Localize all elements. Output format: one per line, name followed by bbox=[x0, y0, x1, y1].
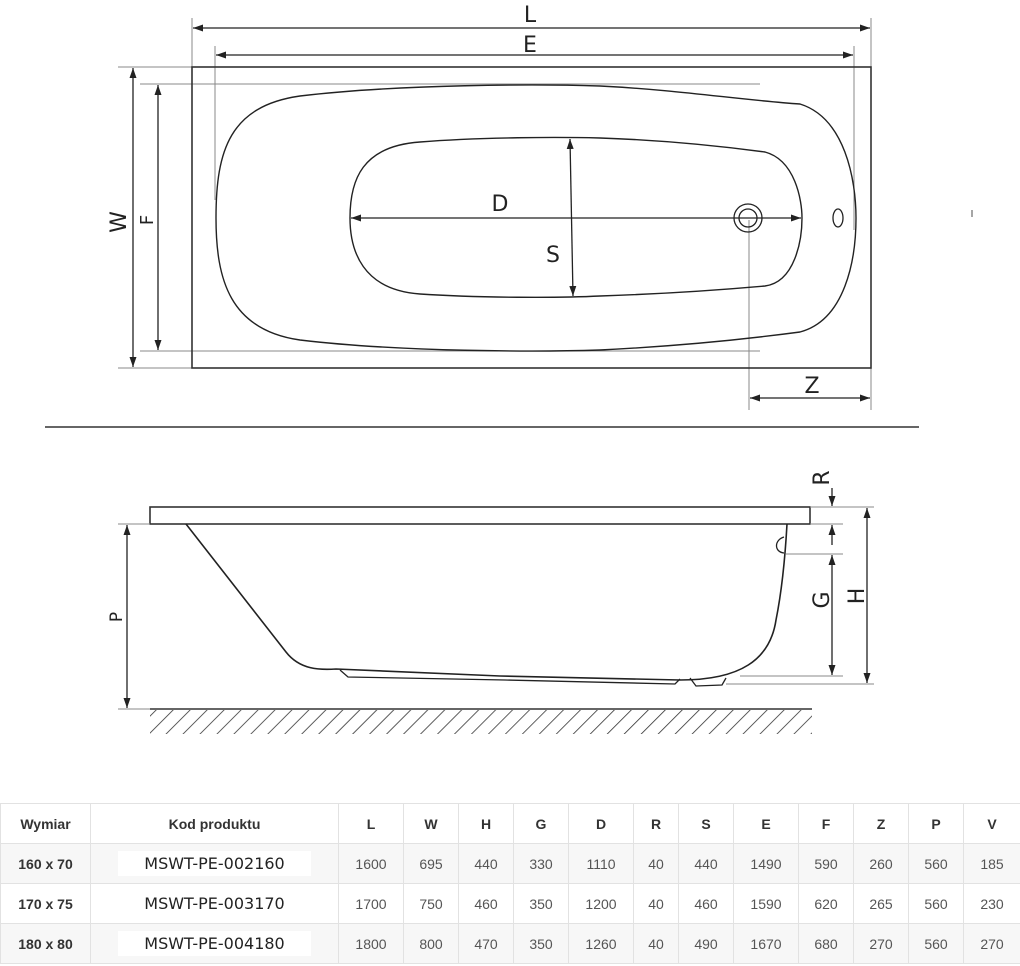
header-wymiar: Wymiar bbox=[0, 803, 91, 844]
bathtub-technical-drawing: L E D S Z W F bbox=[45, 3, 973, 734]
cell-L: 1800 bbox=[338, 923, 404, 964]
cell-S: 460 bbox=[678, 883, 734, 924]
header-F: F bbox=[798, 803, 854, 844]
label-W: W bbox=[107, 211, 132, 233]
cell-E: 1490 bbox=[733, 843, 799, 884]
overflow-icon bbox=[832, 208, 844, 228]
label-E: E bbox=[523, 33, 537, 58]
table-row: 160 x 70 MSWT-PE-002160 1600 695 440 330… bbox=[0, 843, 1020, 884]
cell-G: 350 bbox=[513, 883, 569, 924]
cell-F: 680 bbox=[798, 923, 854, 964]
cell-size: 170 x 75 bbox=[0, 883, 91, 924]
product-code: MSWT-PE-003170 bbox=[144, 894, 285, 913]
top-view: L E D S Z W F bbox=[107, 3, 973, 410]
table-header-row: Wymiar Kod produktu L W H G D R S E F Z … bbox=[0, 803, 1020, 844]
header-kod-produktu: Kod produktu bbox=[90, 803, 339, 844]
product-code: MSWT-PE-002160 bbox=[118, 851, 311, 876]
label-P: P bbox=[107, 612, 127, 622]
label-L: L bbox=[524, 3, 537, 28]
header-W: W bbox=[403, 803, 459, 844]
cell-E: 1590 bbox=[733, 883, 799, 924]
cell-P: 560 bbox=[908, 843, 964, 884]
cell-Z: 270 bbox=[853, 923, 909, 964]
cell-R: 40 bbox=[633, 883, 679, 924]
header-H: H bbox=[458, 803, 514, 844]
tub-outline bbox=[191, 66, 872, 369]
cell-D: 1110 bbox=[568, 843, 634, 884]
tub-profile bbox=[185, 523, 788, 681]
cell-code: MSWT-PE-004180 bbox=[90, 923, 339, 964]
cell-L: 1700 bbox=[338, 883, 404, 924]
label-Z: Z bbox=[804, 374, 819, 399]
table-row: 170 x 75 MSWT-PE-003170 1700 750 460 350… bbox=[0, 883, 1020, 924]
cell-V: 270 bbox=[963, 923, 1020, 964]
cell-P: 560 bbox=[908, 883, 964, 924]
cell-D: 1260 bbox=[568, 923, 634, 964]
header-S: S bbox=[678, 803, 734, 844]
label-H: H bbox=[845, 588, 870, 605]
cell-L: 1600 bbox=[338, 843, 404, 884]
label-S: S bbox=[546, 243, 560, 268]
header-L: L bbox=[338, 803, 404, 844]
cell-F: 620 bbox=[798, 883, 854, 924]
outer-basin bbox=[215, 84, 857, 352]
cell-S: 490 bbox=[678, 923, 734, 964]
cell-E: 1670 bbox=[733, 923, 799, 964]
header-G: G bbox=[513, 803, 569, 844]
side-view: P R G H bbox=[107, 470, 874, 734]
cell-Z: 265 bbox=[853, 883, 909, 924]
header-E: E bbox=[733, 803, 799, 844]
cell-F: 590 bbox=[798, 843, 854, 884]
cell-size: 180 x 80 bbox=[0, 923, 91, 964]
header-V: V bbox=[963, 803, 1020, 844]
cell-W: 695 bbox=[403, 843, 459, 884]
cell-code: MSWT-PE-002160 bbox=[90, 843, 339, 884]
header-R: R bbox=[633, 803, 679, 844]
cell-V: 230 bbox=[963, 883, 1020, 924]
table-row: 180 x 80 MSWT-PE-004180 1800 800 470 350… bbox=[0, 923, 1020, 964]
cell-G: 330 bbox=[513, 843, 569, 884]
dim-S bbox=[566, 138, 577, 297]
header-Z: Z bbox=[853, 803, 909, 844]
cell-R: 40 bbox=[633, 843, 679, 884]
product-code: MSWT-PE-004180 bbox=[118, 931, 311, 956]
cell-R: 40 bbox=[633, 923, 679, 964]
tub-rim bbox=[149, 506, 811, 525]
cell-D: 1200 bbox=[568, 883, 634, 924]
label-D: D bbox=[492, 192, 509, 217]
dimensions-table: Wymiar Kod produktu L W H G D R S E F Z … bbox=[0, 803, 1020, 964]
cell-P: 560 bbox=[908, 923, 964, 964]
cell-W: 750 bbox=[403, 883, 459, 924]
header-D: D bbox=[568, 803, 634, 844]
inner-basin bbox=[349, 136, 803, 299]
floor-hatch bbox=[150, 710, 812, 734]
cell-size: 160 x 70 bbox=[0, 843, 91, 884]
cell-H: 470 bbox=[458, 923, 514, 964]
cell-Z: 260 bbox=[853, 843, 909, 884]
cell-S: 440 bbox=[678, 843, 734, 884]
cell-H: 460 bbox=[458, 883, 514, 924]
header-P: P bbox=[908, 803, 964, 844]
label-R: R bbox=[810, 470, 835, 485]
cell-W: 800 bbox=[403, 923, 459, 964]
label-F: F bbox=[137, 215, 158, 225]
cell-G: 350 bbox=[513, 923, 569, 964]
cell-V: 185 bbox=[963, 843, 1020, 884]
label-G: G bbox=[810, 591, 835, 608]
cell-H: 440 bbox=[458, 843, 514, 884]
cell-code: MSWT-PE-003170 bbox=[90, 883, 339, 924]
